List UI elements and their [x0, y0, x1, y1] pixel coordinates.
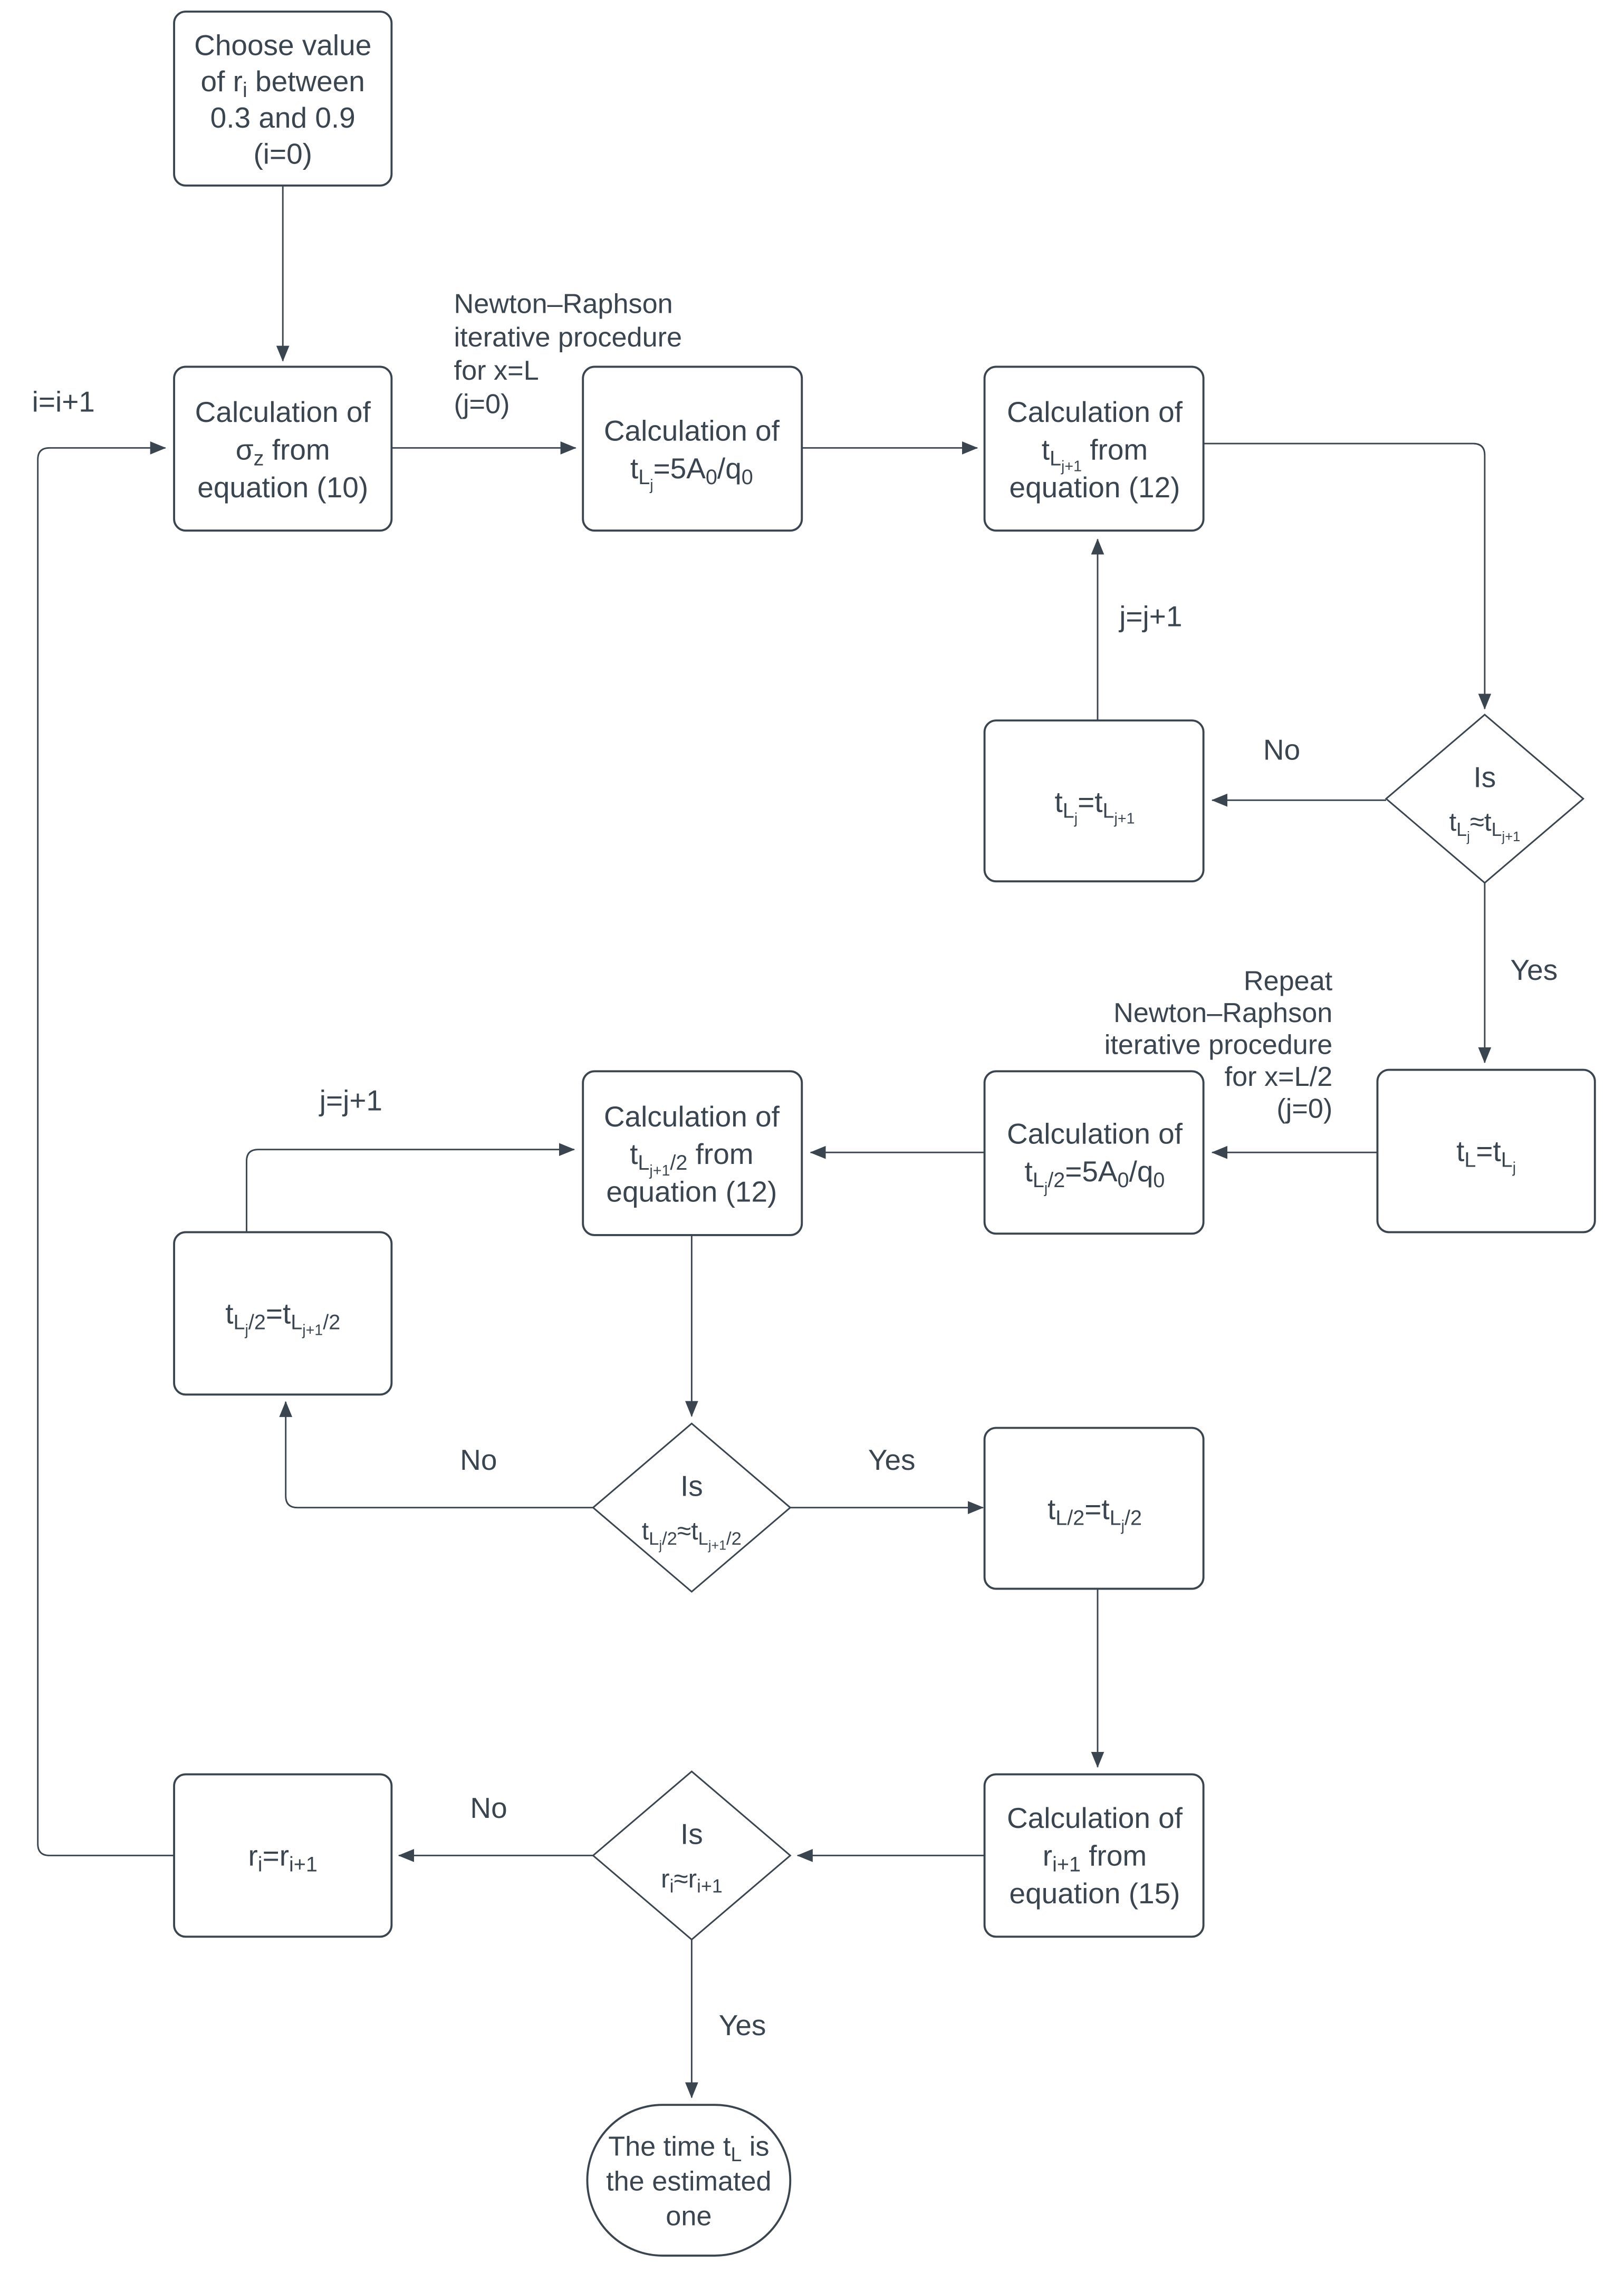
svg-text:The time tL is: The time tL is — [608, 2131, 769, 2165]
edge-dec2-no — [279, 1401, 593, 1509]
svg-text:Newton–Raphson: Newton–Raphson — [1113, 998, 1332, 1028]
node-calc-tlj2-next — [582, 1070, 803, 1236]
svg-text:tLj=tLj+1: tLj=tLj+1 — [1055, 785, 1135, 827]
svg-text:ri≈ri+1: ri≈ri+1 — [661, 1864, 723, 1897]
node-choose-value — [173, 11, 393, 187]
node-decision-tlj-label: Is tLj≈tLj+1 — [1449, 761, 1520, 844]
svg-text:equation (12): equation (12) — [606, 1176, 777, 1208]
svg-text:Calculation of: Calculation of — [1007, 396, 1183, 428]
svg-text:Choose value: Choose value — [194, 28, 371, 61]
annotation-newton-raphson-full: Newton–Raphson iterative procedure for x… — [454, 289, 683, 420]
node-decision-ri — [592, 1770, 792, 1941]
node-choose-value-label: Choose value of ri between 0.3 and 0.9 (… — [194, 28, 371, 170]
svg-text:of ri between: of ri between — [201, 65, 365, 102]
svg-text:(j=0): (j=0) — [1276, 1093, 1332, 1124]
node-assign-ri — [173, 1773, 393, 1938]
node-terminal — [586, 2104, 792, 2257]
svg-text:Calculation of: Calculation of — [1007, 1118, 1183, 1150]
edge-tlj-next-to-dec1 — [1203, 442, 1492, 710]
node-calc-sigma-label: Calculation of σz from equation (10) — [195, 396, 371, 504]
node-assign-tl — [1376, 1068, 1596, 1234]
label-no-1: No — [1263, 733, 1300, 766]
svg-text:tL=tLj: tL=tLj — [1456, 1135, 1516, 1177]
node-terminal-label: The time tL is the estimated one — [606, 2131, 772, 2231]
label-no-2: No — [460, 1443, 497, 1476]
svg-text:Calculation of: Calculation of — [1007, 1802, 1183, 1834]
svg-text:tLj=5A0/q0: tLj=5A0/q0 — [630, 452, 753, 494]
node-calc-tlj2-init — [983, 1070, 1205, 1235]
svg-text:Is: Is — [680, 1470, 703, 1503]
svg-text:tLj≈tLj+1: tLj≈tLj+1 — [1449, 807, 1520, 844]
node-calc-ri-label: Calculation of ri+1 from equation (15) — [1007, 1802, 1183, 1910]
svg-text:tLj/2≈tLj+1/2: tLj/2≈tLj+1/2 — [642, 1517, 742, 1553]
svg-text:tLj/2=tLj+1/2: tLj/2=tLj+1/2 — [225, 1297, 340, 1339]
svg-text:tLj+1 from: tLj+1 from — [1042, 433, 1148, 475]
label-yes-2: Yes — [868, 1443, 916, 1476]
node-calc-tlj-init-label: Calculation of tLj=5A0/q0 — [604, 415, 780, 494]
svg-text:0.3 and 0.9: 0.3 and 0.9 — [210, 101, 355, 134]
annotation-newton-raphson-half: Repeat Newton–Raphson iterative procedur… — [1104, 966, 1333, 1124]
svg-text:(i=0): (i=0) — [253, 138, 312, 170]
node-calc-tlj2-next-label: Calculation of tLj+1/2 from equation (12… — [604, 1100, 780, 1208]
svg-text:the estimated: the estimated — [606, 2166, 772, 2197]
node-calc-tlj2-init-label: Calculation of tLj/2=5A0/q0 — [1007, 1118, 1183, 1197]
svg-text:one: one — [666, 2201, 712, 2231]
svg-text:equation (15): equation (15) — [1010, 1877, 1180, 1910]
svg-text:ri=ri+1: ri=ri+1 — [248, 1839, 317, 1876]
label-j-increment-2: j=j+1 — [319, 1084, 382, 1117]
node-assign-tl-label: tL=tLj — [1456, 1135, 1516, 1177]
svg-text:iterative procedure: iterative procedure — [454, 322, 683, 353]
node-assign-tlj2-label: tLj/2=tLj+1/2 — [225, 1297, 340, 1339]
label-yes-3: Yes — [719, 2009, 766, 2041]
svg-text:equation (12): equation (12) — [1010, 471, 1180, 504]
node-calc-tlj-next-label: Calculation of tLj+1 from equation (12) — [1007, 396, 1183, 504]
label-no-3: No — [470, 1792, 507, 1824]
node-calc-sigma — [173, 365, 393, 532]
svg-text:equation (10): equation (10) — [197, 471, 368, 504]
svg-text:tLj+1/2 from: tLj+1/2 from — [630, 1138, 753, 1179]
svg-text:Repeat: Repeat — [1244, 966, 1333, 996]
svg-text:ri+1 from: ri+1 from — [1043, 1839, 1147, 1876]
label-yes-1: Yes — [1511, 953, 1558, 986]
node-assign-tlj2 — [173, 1231, 393, 1396]
node-assign-tl2 — [983, 1427, 1205, 1590]
node-decision-tlj2-label: Is tLj/2≈tLj+1/2 — [642, 1470, 742, 1553]
node-calc-ri — [983, 1773, 1205, 1938]
node-decision-ri-label: Is ri≈ri+1 — [661, 1817, 723, 1896]
svg-text:tL/2=tLj/2: tL/2=tLj/2 — [1048, 1493, 1142, 1535]
node-calc-tlj-init — [582, 365, 803, 532]
svg-text:Is: Is — [680, 1817, 703, 1850]
svg-text:Calculation of: Calculation of — [604, 1100, 780, 1133]
svg-text:(j=0): (j=0) — [454, 389, 510, 419]
svg-text:for x=L: for x=L — [454, 355, 539, 386]
svg-text:Calculation of: Calculation of — [195, 396, 371, 428]
svg-text:σz from: σz from — [236, 433, 330, 470]
svg-text:Is: Is — [1474, 761, 1496, 794]
edge-loopback-i — [37, 441, 175, 1856]
svg-text:Calculation of: Calculation of — [604, 415, 780, 447]
node-assign-tlj — [983, 719, 1205, 883]
edge-jinc2-right — [246, 1143, 575, 1232]
node-assign-tlj-label: tLj=tLj+1 — [1055, 785, 1135, 827]
node-decision-tlj — [1385, 714, 1585, 884]
label-i-increment: i=i+1 — [32, 386, 95, 418]
node-calc-tlj-next — [983, 365, 1205, 532]
node-assign-tl2-label: tL/2=tLj/2 — [1048, 1493, 1142, 1535]
node-assign-ri-label: ri=ri+1 — [248, 1839, 317, 1876]
svg-text:Newton–Raphson: Newton–Raphson — [454, 289, 673, 320]
svg-text:tLj/2=5A0/q0: tLj/2=5A0/q0 — [1025, 1155, 1165, 1197]
svg-text:for x=L/2: for x=L/2 — [1225, 1062, 1333, 1092]
svg-text:iterative procedure: iterative procedure — [1104, 1029, 1333, 1060]
node-decision-tlj2 — [592, 1422, 792, 1593]
label-j-increment-1: j=j+1 — [1118, 600, 1182, 632]
